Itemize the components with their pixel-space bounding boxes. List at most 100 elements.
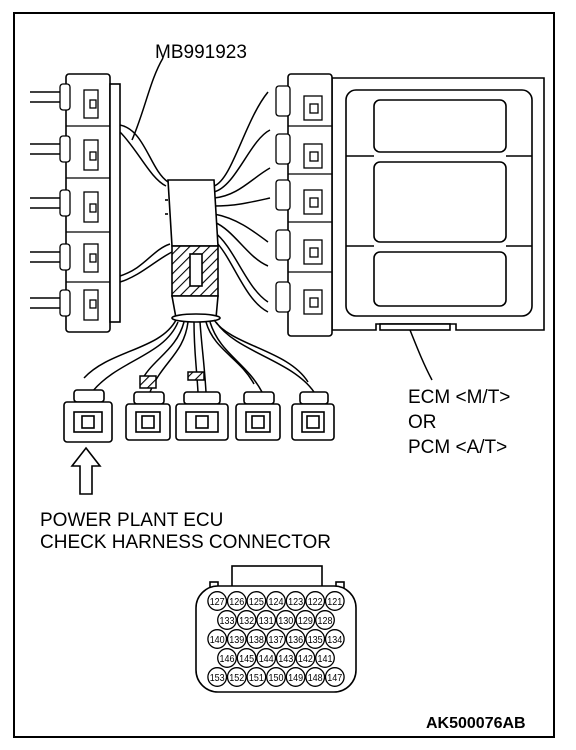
- harness-label-line2: CHECK HARNESS CONNECTOR: [40, 532, 331, 553]
- pin-circle: [305, 667, 326, 687]
- tool-label: MB991923: [155, 42, 247, 63]
- pin-label: 147: [327, 672, 342, 684]
- pin-label: 138: [249, 634, 264, 646]
- pin-label: 148: [308, 672, 323, 684]
- pin-circle: [207, 629, 228, 649]
- pin-142: 142: [295, 648, 316, 668]
- pin-label: 127: [210, 596, 225, 608]
- ecm-pcm-unit: [275, 73, 545, 337]
- pin-149: 149: [285, 667, 306, 687]
- pin-circle: [266, 591, 286, 611]
- ecm-leader-line: [409, 329, 433, 381]
- pin-circle: [256, 610, 277, 630]
- check-harness-connectors: [63, 389, 335, 443]
- pin-label: 142: [298, 653, 313, 665]
- pin-circle: [246, 629, 267, 649]
- pin-124: 124: [266, 591, 286, 611]
- check-connector-1: [63, 389, 113, 443]
- pin-126: 126: [226, 591, 247, 611]
- pin-127: 127: [207, 591, 228, 611]
- pin-131: 131: [256, 610, 277, 630]
- pin-circle: [324, 591, 345, 611]
- pin-134: 134: [324, 629, 345, 649]
- pin-145: 145: [236, 648, 257, 668]
- pin-139: 139: [226, 629, 247, 649]
- harness-label-line1: POWER PLANT ECU: [40, 510, 223, 531]
- pin-circle: [324, 667, 345, 687]
- pin-label: 152: [229, 672, 244, 684]
- pin-circle: [295, 648, 316, 668]
- pin-circle: [285, 667, 306, 687]
- pin-circle: [315, 648, 335, 668]
- pin-circle: [217, 610, 237, 630]
- pin-label: 140: [210, 634, 225, 646]
- check-connector-2: [125, 391, 171, 441]
- pin-137: 137: [266, 629, 286, 649]
- pin-151: 151: [246, 667, 267, 687]
- pin-136: 136: [285, 629, 306, 649]
- pin-label: 131: [259, 615, 274, 627]
- pin-circle: [226, 591, 247, 611]
- pin-label: 150: [269, 672, 284, 684]
- pin-153: 153: [207, 667, 228, 687]
- pin-150: 150: [266, 667, 286, 687]
- pin-147: 147: [324, 667, 345, 687]
- pin-138: 138: [246, 629, 267, 649]
- pin-label: 133: [220, 615, 235, 627]
- harness-wires: [119, 57, 271, 313]
- pin-label: 141: [318, 653, 333, 665]
- pin-circle: [207, 591, 228, 611]
- pin-label: 130: [278, 615, 293, 627]
- pin-circle: [256, 648, 277, 668]
- pin-circle: [246, 667, 267, 687]
- left-connector-segments: [59, 83, 110, 321]
- check-connector-5: [291, 391, 335, 441]
- pin-123: 123: [285, 591, 306, 611]
- pin-148: 148: [305, 667, 326, 687]
- pin-label: 146: [220, 653, 235, 665]
- pin-label: 129: [298, 615, 313, 627]
- pin-circle: [226, 667, 247, 687]
- pin-label: 123: [288, 596, 303, 608]
- pin-132: 132: [236, 610, 257, 630]
- pin-128: 128: [315, 610, 335, 630]
- pin-label: 145: [239, 653, 254, 665]
- pin-label: 137: [269, 634, 284, 646]
- pcm-label: PCM <A/T>: [408, 437, 507, 458]
- pin-circle: [285, 629, 306, 649]
- pin-circle: [236, 610, 257, 630]
- pin-circle: [285, 591, 306, 611]
- pin-122: 122: [305, 591, 326, 611]
- pin-label: 128: [318, 615, 333, 627]
- pin-label: 139: [229, 634, 244, 646]
- pin-label: 135: [308, 634, 323, 646]
- pin-121: 121: [324, 591, 345, 611]
- pin-circle: [217, 648, 237, 668]
- pin-circle: [275, 610, 296, 630]
- pin-144: 144: [256, 648, 277, 668]
- pin-circle: [236, 648, 257, 668]
- pin-125: 125: [246, 591, 267, 611]
- pin-circle: [226, 629, 247, 649]
- pin-130: 130: [275, 610, 296, 630]
- pin-circle: [305, 629, 326, 649]
- check-connector-3: [175, 391, 229, 441]
- pin-circle: [266, 629, 286, 649]
- pin-146: 146: [217, 648, 237, 668]
- ecm-label: ECM <M/T>: [408, 387, 510, 408]
- pin-circle: [315, 610, 335, 630]
- pin-circle: [207, 667, 228, 687]
- pin-135: 135: [305, 629, 326, 649]
- pin-133: 133: [217, 610, 237, 630]
- pin-circle: [305, 591, 326, 611]
- up-arrow-icon: [70, 446, 102, 495]
- pin-label: 149: [288, 672, 303, 684]
- pin-label: 136: [288, 634, 303, 646]
- figure-code: AK500076AB: [426, 715, 526, 732]
- branch-wires: [83, 319, 315, 393]
- pin-label: 121: [327, 596, 342, 608]
- pin-circle: [324, 629, 345, 649]
- pin-circle: [275, 648, 296, 668]
- pin-label: 143: [278, 653, 293, 665]
